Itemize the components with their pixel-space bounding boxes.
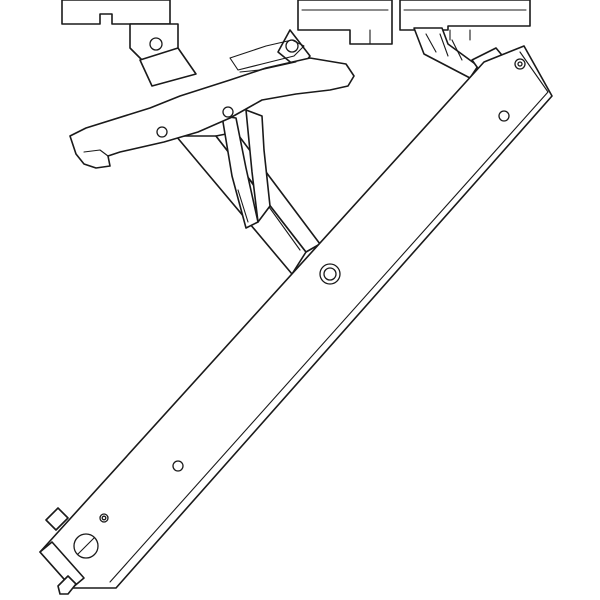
lever-pivot-hole-right: [222, 106, 234, 118]
arm-hole-upper: [498, 110, 510, 122]
top-left-pivot-hole: [149, 37, 163, 51]
top-left-mount-block: [61, 0, 179, 61]
top-center-mount-block: [297, 0, 393, 45]
lever-pivot-hole-left: [156, 126, 168, 138]
arm-hole-lower: [172, 460, 184, 472]
top-right-mount-block: [399, 0, 531, 41]
connecting-link: [221, 109, 271, 229]
main-diagonal-arm: [39, 45, 553, 595]
hook-lever-arm: [69, 39, 355, 169]
